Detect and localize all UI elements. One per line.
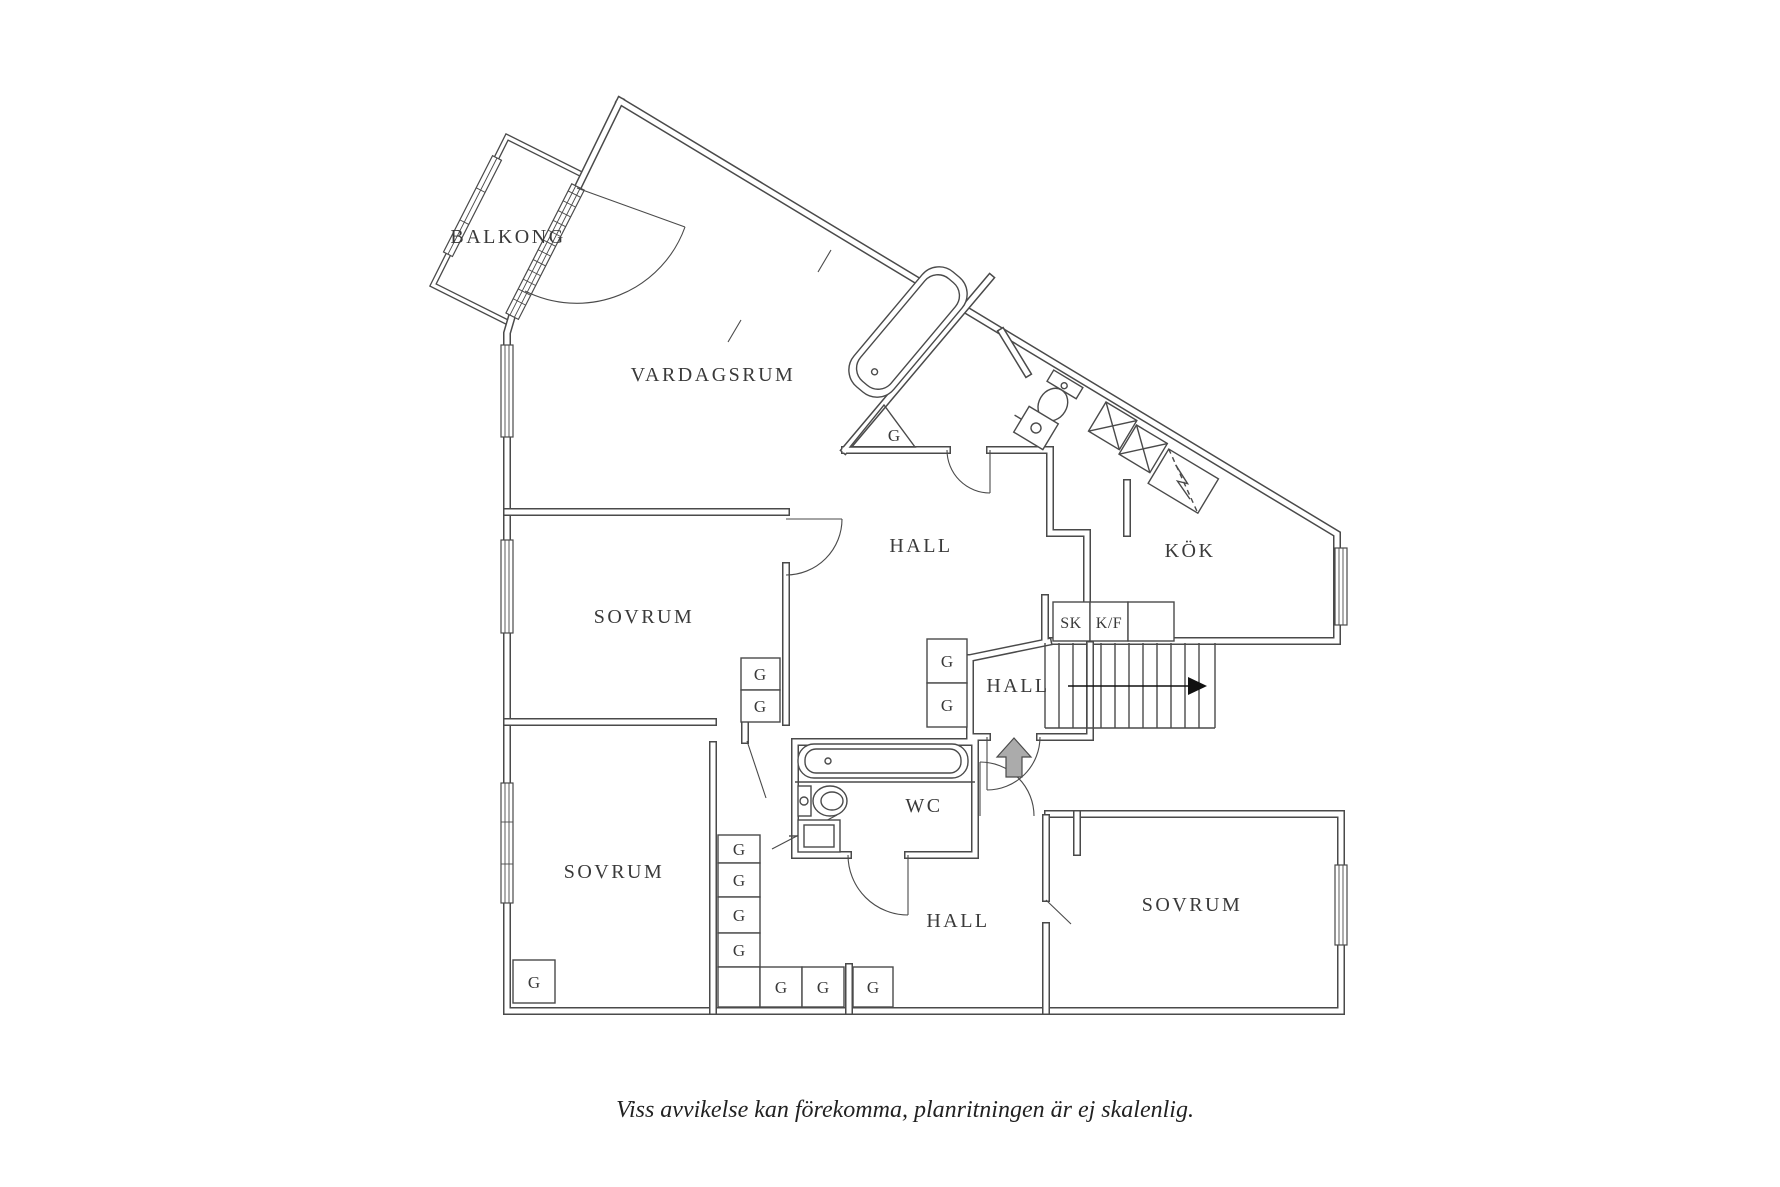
wardrobe-label: G: [733, 941, 745, 960]
wardrobe-label: G: [817, 978, 829, 997]
wardrobe-label: G: [775, 978, 787, 997]
window-bedroom3-right: [1334, 864, 1348, 946]
bedroom1-door: [785, 518, 843, 576]
closet-triangle: [848, 403, 917, 448]
room-label-bedroom3: SOVRUM: [1142, 894, 1243, 916]
entrance-arrow-icon: [995, 737, 1033, 778]
wardrobe-label: G: [733, 871, 745, 890]
room-label-bedroom2: SOVRUM: [564, 861, 665, 883]
room-label-bedroom1: SOVRUM: [594, 606, 695, 628]
bathroom-door: [946, 449, 991, 494]
stairs-direction-arrow: [1068, 677, 1207, 695]
balcony-door-arc: [524, 187, 686, 304]
ceiling-ticks: [727, 249, 832, 343]
entry-door: [986, 736, 1041, 791]
wardrobe-label: G: [733, 906, 745, 925]
wardrobe-label: G: [528, 973, 540, 992]
wardrobe-label: G: [733, 840, 745, 859]
balcony-railing-window: [442, 154, 503, 258]
room-label-hall-lower: HALL: [926, 910, 989, 932]
stair-landing-door: [979, 761, 1035, 817]
window-living-left: [500, 344, 514, 438]
wardrobe-label: G: [754, 697, 766, 716]
wc-door: [847, 854, 909, 916]
wardrobe-label: G: [867, 978, 879, 997]
room-label-hall-upper: HALL: [889, 535, 952, 557]
cabinet-label-kf: K/F: [1096, 615, 1122, 632]
wardrobe-label: G: [941, 652, 953, 671]
room-label-kitchen: KÖK: [1165, 539, 1216, 562]
window-bedroom1-left: [500, 539, 514, 634]
kitchen-appliances: [1087, 401, 1220, 515]
wardrobe-label: G: [941, 696, 953, 715]
wardrobe-boxes: [512, 601, 1175, 1008]
bedroom3-door-leaf: [1045, 899, 1072, 925]
sink-icon-upper: [1012, 405, 1060, 451]
room-label-hall-mid: HALL: [986, 675, 1049, 697]
disclaimer-caption: Viss avvikelse kan förekomma, planritnin…: [616, 1097, 1194, 1123]
window-bedroom2-left: [500, 782, 514, 904]
bedroom2-door-leaf: [746, 740, 767, 799]
cabinet-label-sk: SK: [1060, 615, 1081, 632]
balcony-door-window: [505, 183, 586, 321]
room-label-balcony: BALKONG: [450, 226, 565, 248]
bathtub-icon-upper: [848, 266, 968, 398]
bathtub-icon-wc: [795, 743, 975, 783]
room-label-wc: WC: [905, 795, 942, 817]
sink-icon-wc: [789, 819, 841, 853]
window-kitchen-right: [1334, 547, 1348, 626]
interior-walls: [507, 278, 1127, 1011]
wardrobe-label: G: [754, 665, 766, 684]
room-label-living: VARDAGSRUM: [631, 364, 796, 386]
toilet-icon-wc: [797, 785, 848, 817]
wardrobe-label: G: [888, 426, 900, 445]
